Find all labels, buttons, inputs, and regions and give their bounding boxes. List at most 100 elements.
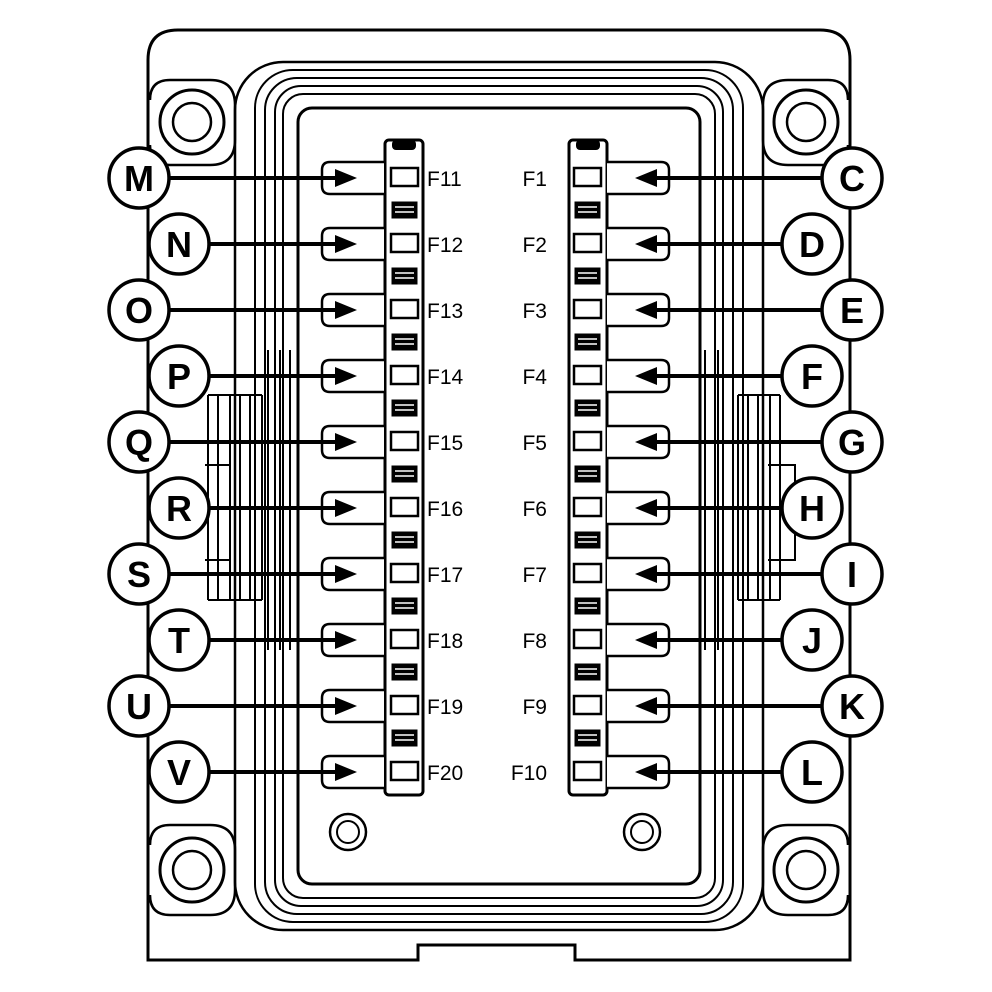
mounting-hole-icon: [158, 836, 226, 904]
fuse-row-f15: Q F15: [107, 410, 463, 483]
gasket-frame: [282, 93, 716, 899]
slot-divider-icon: [574, 531, 601, 549]
fuse-slot-icon: [572, 298, 603, 320]
fuse-slot-icon: [389, 298, 420, 320]
background-strips: [205, 350, 796, 650]
gasket-frame: [264, 77, 734, 915]
slot-divider-icon: [391, 531, 418, 549]
slot-divider-icon: [574, 597, 601, 615]
fuse-slot-icon: [389, 694, 420, 716]
fuse-label: F10: [511, 762, 547, 785]
fuse-label: F3: [522, 300, 547, 323]
fuse-label: F5: [522, 432, 547, 455]
callout-circle: [820, 674, 884, 738]
fuse-label: F6: [522, 498, 547, 521]
slot-divider-icon: [574, 465, 601, 483]
slot-divider-icon: [391, 399, 418, 417]
callout-letter: F: [801, 356, 823, 397]
fuse-slot-icon: [389, 364, 420, 386]
callout-letter: H: [799, 488, 825, 529]
fuse-label: F20: [427, 762, 463, 785]
fuse-label: F8: [522, 630, 547, 653]
fuse-label: F15: [427, 432, 463, 455]
fuse-slot-icon: [572, 166, 603, 188]
arrowhead-icon: [335, 499, 357, 517]
arrowhead-icon: [635, 433, 657, 451]
fuse-slot-icon: [572, 364, 603, 386]
fuse-label: F7: [522, 564, 547, 587]
callout-letter: L: [801, 752, 823, 793]
slot-divider-icon: [391, 663, 418, 681]
fuse-row-f4: FF4: [522, 344, 844, 417]
fuse-row-f1: CF1: [522, 146, 884, 219]
fuse-slot-icon: [389, 430, 420, 452]
housing-ear-top-left: [148, 78, 237, 167]
fuse-row-f13: O F13: [107, 278, 463, 351]
fuse-slot-icon: [572, 760, 603, 782]
callout-letter: D: [799, 224, 825, 265]
callout-circle: [107, 674, 171, 738]
locating-boss-icon: [328, 812, 368, 852]
callout-circle: [820, 542, 884, 606]
arrowhead-icon: [635, 169, 657, 187]
gasket-frame: [233, 60, 765, 932]
fuse-row-f8: JF8: [522, 608, 844, 681]
slot-divider-icon: [391, 597, 418, 615]
inner-frame: [296, 106, 702, 886]
callout-circle: [147, 740, 211, 804]
arrowhead-icon: [335, 763, 357, 781]
fuse-slot-icon: [389, 496, 420, 518]
fuse-slot-icon: [572, 562, 603, 584]
mounting-hole-icon: [772, 836, 840, 904]
housing: [146, 28, 852, 962]
gasket-frame: [274, 85, 724, 907]
slot-divider-icon: [574, 663, 601, 681]
fuse-label: F19: [427, 696, 463, 719]
fuse-label: F18: [427, 630, 463, 653]
callout-circle: [820, 278, 884, 342]
fuse-slot-icon: [572, 232, 603, 254]
arrowhead-icon: [635, 499, 657, 517]
fuse-slot-icon: [389, 166, 420, 188]
fuse-slot-icon: [389, 760, 420, 782]
fuse-row-f18: T F18: [147, 608, 463, 681]
fuse-label: F11: [427, 168, 462, 191]
arrowhead-icon: [335, 301, 357, 319]
arrowhead-icon: [635, 301, 657, 319]
callout-letter: O: [125, 290, 153, 331]
arrowhead-icon: [335, 367, 357, 385]
mounting-hole-icon: [772, 88, 840, 156]
callout-circle: [107, 278, 171, 342]
slot-divider-icon: [391, 729, 418, 747]
callout-circle: [780, 476, 844, 540]
callout-circle: [147, 344, 211, 408]
arrowhead-icon: [635, 367, 657, 385]
callout-letter: Q: [125, 422, 153, 463]
fuse-slot-icon: [572, 430, 603, 452]
arrowhead-icon: [635, 631, 657, 649]
fuse-row-f2: DF2: [522, 212, 844, 285]
fuse-label: F14: [427, 366, 464, 389]
fuse-row-f7: IF7: [522, 542, 884, 615]
column-cap-icon: [392, 140, 416, 150]
callout-letter: T: [168, 620, 190, 661]
callout-letter: P: [167, 356, 191, 397]
fuse-label: F13: [427, 300, 463, 323]
callout-circle: [147, 608, 211, 672]
callout-letter: S: [127, 554, 151, 595]
callout-circle: [107, 542, 171, 606]
fuse-row-f14: P F14: [147, 344, 464, 417]
arrowhead-icon: [635, 235, 657, 253]
callout-circle: [820, 410, 884, 474]
fuse-row-f5: GF5: [522, 410, 884, 483]
callout-circle: [147, 212, 211, 276]
callout-letter: V: [167, 752, 191, 793]
column-cap-icon: [576, 140, 600, 150]
slot-divider-icon: [391, 201, 418, 219]
